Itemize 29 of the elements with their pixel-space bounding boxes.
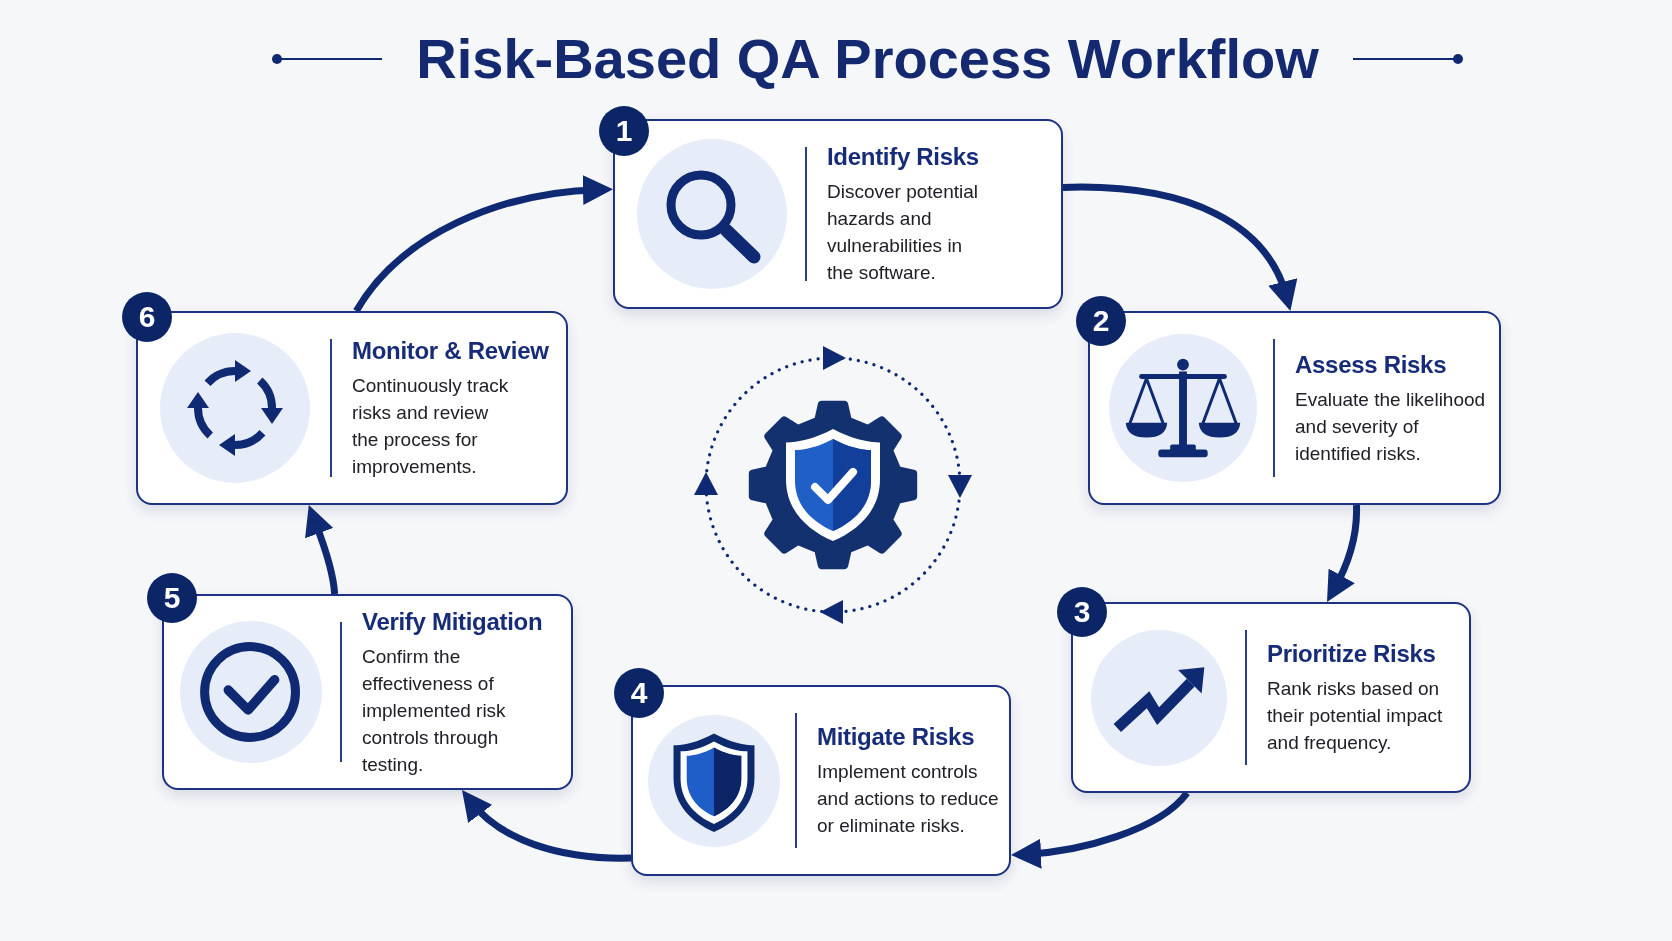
- step-title: Mitigate Risks: [817, 722, 975, 752]
- step-description: Continuously track risks and review the process for improvements.: [352, 374, 510, 479]
- step-number-badge: 2: [1076, 296, 1126, 346]
- step-description: Discover potential hazards and vulnerabilities in the software.: [827, 180, 980, 285]
- flow-arrow: [353, 175, 613, 313]
- step-card: [613, 119, 1063, 309]
- step-number-badge: 5: [147, 573, 197, 623]
- flow-arrow: [1327, 504, 1361, 603]
- flow-arrow: [1011, 790, 1190, 869]
- step-title: Verify Mitigation: [362, 606, 543, 637]
- step-title: Assess Risks: [1295, 349, 1447, 380]
- step-description: Rank risks based on their potential impact and frequency.: [1267, 677, 1444, 755]
- diagram-title: Risk-Based QA Process Workflow: [416, 26, 1319, 92]
- step-card: [1088, 311, 1501, 505]
- step-card: [631, 685, 1011, 876]
- step-title: Identify Risks: [827, 142, 979, 172]
- flow-arrow: [1063, 183, 1296, 311]
- step-description: Confirm the effectiveness of implemented risk controls through testing.: [362, 644, 507, 777]
- step-number-badge: 3: [1057, 587, 1107, 637]
- step-title: Prioritize Risks: [1267, 639, 1436, 669]
- step-description: Implement controls and actions to reduce or eliminate risks.: [817, 760, 1000, 838]
- step-description: Evaluate the likelihood and severity of identified risks.: [1295, 387, 1487, 466]
- step-title: Monitor & Review: [352, 336, 549, 366]
- step-card: [1071, 602, 1471, 793]
- step-number-badge: 4: [614, 668, 664, 718]
- flow-arrow: [461, 790, 631, 862]
- flow-arrow: [305, 505, 339, 595]
- step-number-badge: 6: [122, 292, 172, 342]
- step-number-badge: 1: [599, 106, 649, 156]
